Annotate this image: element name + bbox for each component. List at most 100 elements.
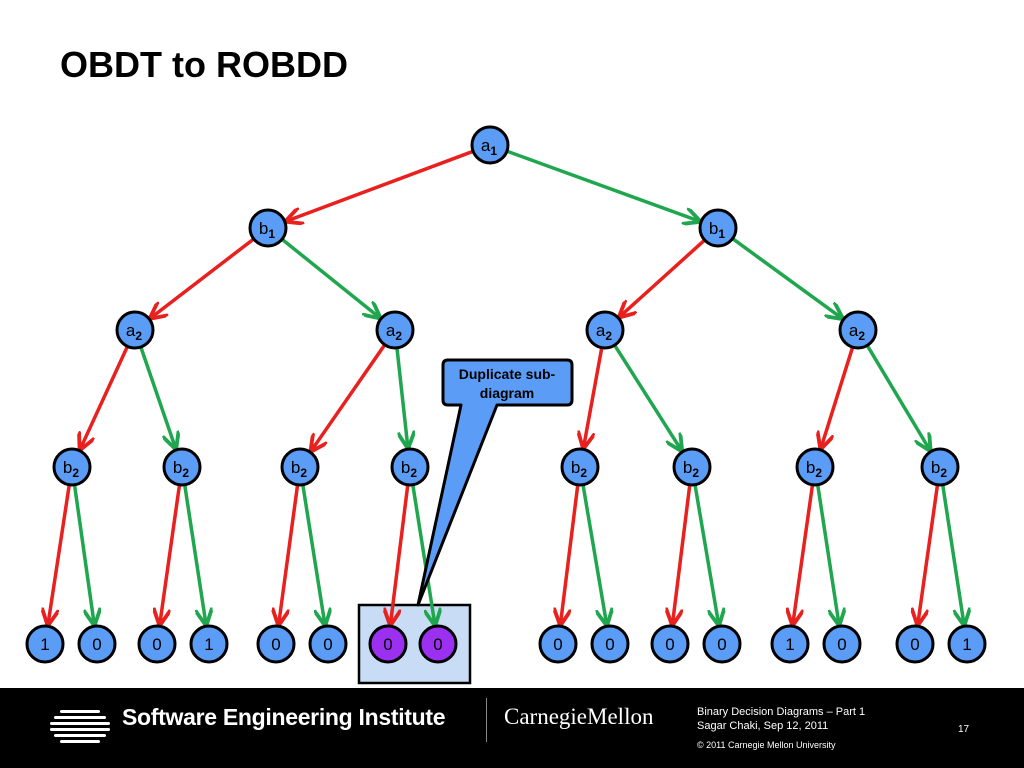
- level3-1-low-edge: [160, 484, 182, 624]
- level2-0-high-edge: [139, 346, 176, 448]
- svg-text:1: 1: [962, 635, 971, 654]
- level3-node-4: b2: [560, 447, 600, 487]
- svg-text:0: 0: [717, 635, 726, 654]
- level1-node-0: b1: [248, 208, 288, 248]
- svg-text:0: 0: [383, 635, 392, 654]
- level3-4-low-edge: [560, 484, 580, 624]
- leaf-2: 0: [137, 624, 177, 664]
- leaf-5: 0: [308, 624, 348, 664]
- svg-text:b2: b2: [401, 458, 417, 480]
- leaf-15: 1: [947, 624, 987, 664]
- leaf-9: 0: [590, 624, 630, 664]
- svg-text:0: 0: [152, 635, 161, 654]
- level2-node-2: a2: [585, 310, 625, 350]
- level3-7-high-edge: [940, 484, 964, 624]
- svg-text:b2: b2: [683, 458, 699, 480]
- level2-node-3: a2: [838, 310, 878, 350]
- level3-6-high-edge: [815, 484, 839, 624]
- level2-1-low-edge: [311, 343, 387, 451]
- leaf-4: 0: [256, 624, 296, 664]
- level3-3-low-edge: [390, 484, 410, 624]
- leaf-0: 1: [25, 624, 65, 664]
- level3-node-2: b2: [280, 447, 320, 487]
- level3-node-7: b2: [920, 447, 960, 487]
- level2-node-1: a2: [375, 310, 415, 350]
- leaf-11: 0: [702, 624, 742, 664]
- svg-text:1: 1: [204, 635, 213, 654]
- footer-divider: [486, 698, 487, 742]
- deck-title: Binary Decision Diagrams – Part 1: [697, 706, 866, 718]
- level1-1-low-edge: [620, 238, 706, 317]
- level2-2-low-edge: [584, 347, 604, 448]
- obdt-diagram: a1 b1 b1 a2 a2 a2 a2 b2 b2 b2 b2 b2 b2 b2 b2 1 0 0 1 0 0 0 0 0 0…: [25, 125, 987, 685]
- leaf-3: 1: [189, 624, 229, 664]
- callout-line-2: diagram: [480, 385, 534, 401]
- leaf-1: 0: [77, 624, 117, 664]
- level2-node-0: a2: [115, 310, 155, 350]
- svg-text:0: 0: [433, 635, 442, 654]
- svg-text:a2: a2: [386, 321, 402, 343]
- level3-0-high-edge: [72, 484, 95, 624]
- level3-1-high-edge: [182, 484, 206, 624]
- level3-node-5: b2: [672, 447, 712, 487]
- svg-text:b1: b1: [709, 219, 725, 241]
- level3-3-high-edge: [411, 484, 435, 624]
- root-node-0: a1: [470, 125, 510, 165]
- sei-logo-icon: [50, 710, 110, 743]
- svg-text:b2: b2: [571, 458, 587, 480]
- footer: Software Engineering Institute CarnegieM…: [0, 688, 1024, 768]
- level1-1-high-edge: [731, 237, 842, 319]
- level2-2-high-edge: [613, 344, 682, 450]
- svg-text:0: 0: [837, 635, 846, 654]
- svg-text:b2: b2: [291, 458, 307, 480]
- level3-5-high-edge: [693, 484, 719, 625]
- svg-text:b2: b2: [931, 458, 947, 480]
- svg-text:b1: b1: [259, 219, 275, 241]
- svg-text:b2: b2: [806, 458, 822, 480]
- svg-text:0: 0: [605, 635, 614, 654]
- svg-text:0: 0: [665, 635, 674, 654]
- svg-text:0: 0: [553, 635, 562, 654]
- callout: Duplicate sub- diagram: [416, 358, 574, 607]
- level1-node-1: b1: [698, 208, 738, 248]
- level3-0-low-edge: [48, 484, 72, 624]
- callout-shape: [416, 358, 574, 607]
- svg-text:a2: a2: [596, 321, 612, 343]
- svg-text:0: 0: [271, 635, 280, 654]
- svg-text:1: 1: [40, 635, 49, 654]
- level3-6-low-edge: [793, 484, 815, 624]
- duplicate-leaf-7: 0: [418, 624, 458, 664]
- author-date: Sagar Chaki, Sep 12, 2011: [697, 720, 829, 732]
- cmu-wordmark: CarnegieMellon: [504, 704, 654, 729]
- level3-2-high-edge: [301, 484, 325, 624]
- level3-5-low-edge: [672, 484, 692, 624]
- svg-text:b2: b2: [63, 458, 79, 480]
- slide-title: OBDT to ROBDD: [60, 44, 348, 85]
- leaf-8: 0: [538, 624, 578, 664]
- deck-info: Binary Decision Diagrams – Part 1 Sagar …: [697, 705, 865, 733]
- duplicate-leaf-6: 0: [368, 624, 408, 664]
- level1-0-high-edge: [280, 237, 379, 317]
- svg-text:0: 0: [92, 635, 101, 654]
- level2-0-low-edge: [80, 345, 130, 448]
- svg-text:a2: a2: [849, 321, 865, 343]
- svg-text:a2: a2: [126, 321, 142, 343]
- level3-node-1: b2: [162, 447, 202, 487]
- svg-text:b2: b2: [173, 458, 189, 480]
- leaf-13: 0: [822, 624, 862, 664]
- svg-text:1: 1: [785, 635, 794, 654]
- leaf-14: 0: [895, 624, 935, 664]
- root-0-high-edge: [506, 149, 699, 221]
- level2-3-high-edge: [865, 344, 929, 449]
- level3-node-6: b2: [795, 447, 835, 487]
- page-number: 17: [958, 724, 970, 735]
- svg-text:a1: a1: [481, 136, 497, 158]
- svg-text:0: 0: [910, 635, 919, 654]
- callout-line-1: Duplicate sub-: [459, 366, 556, 382]
- level3-2-low-edge: [279, 484, 300, 624]
- leaf-12: 1: [770, 624, 810, 664]
- sei-wordmark: Software Engineering Institute: [122, 704, 446, 730]
- level3-node-0: b2: [52, 447, 92, 487]
- root-0-low-edge: [287, 149, 474, 221]
- level3-7-low-edge: [918, 484, 940, 624]
